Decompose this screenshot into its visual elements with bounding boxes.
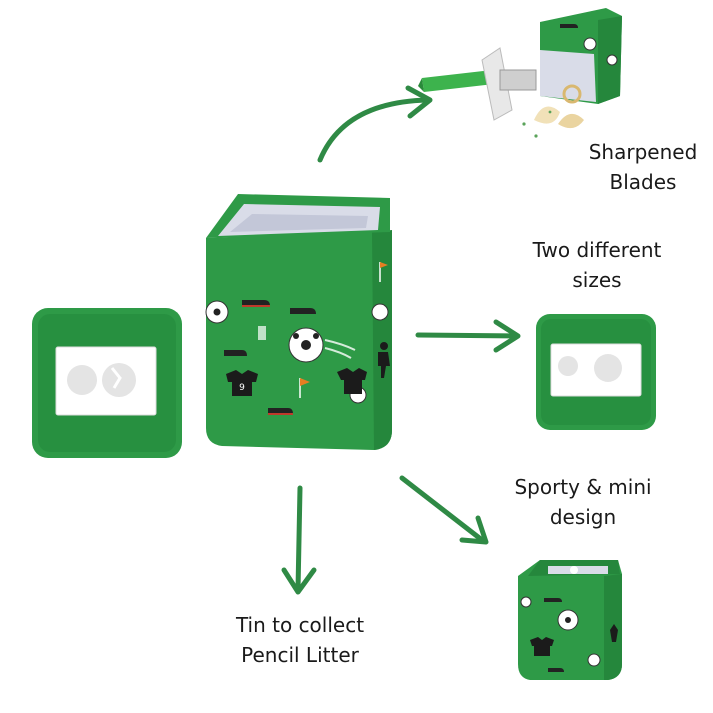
flag-icon <box>299 262 388 398</box>
sharpener-lid-right <box>536 314 656 430</box>
soccer-ball-icon <box>288 327 356 363</box>
label-tin-collect: Tin to collect Pencil Litter <box>212 610 388 670</box>
soccer-ball-icon <box>205 300 229 324</box>
label-line: Tin to collect <box>235 613 365 637</box>
label-two-sizes: Two different sizes <box>512 235 682 295</box>
arrow-to-design <box>399 475 489 545</box>
tin-closed <box>518 560 622 680</box>
sharpener-lid-left <box>32 308 182 458</box>
sharpener-with-pencil <box>418 8 622 138</box>
arrow-to-sizes <box>415 319 521 353</box>
label-line: Pencil Litter <box>241 643 359 667</box>
label-sharpened-blades: Sharpened Blades <box>580 137 706 197</box>
player-icon <box>378 342 390 378</box>
label-line: Sporty & mini <box>514 475 652 499</box>
label-line: Blades <box>609 170 677 194</box>
label-line: design <box>549 505 617 529</box>
label-line: sizes <box>572 268 622 292</box>
svg-text:9: 9 <box>239 383 245 393</box>
arrow-to-tin <box>281 485 317 595</box>
label-line: Two different <box>532 238 662 262</box>
label-line: Sharpened <box>588 140 698 164</box>
sneaker-icon <box>224 300 316 415</box>
arrow-to-blades <box>317 85 433 163</box>
tin-open: 9 <box>205 194 392 450</box>
jersey-icon: 9 <box>226 368 367 396</box>
label-sporty-design: Sporty & mini design <box>498 472 668 532</box>
